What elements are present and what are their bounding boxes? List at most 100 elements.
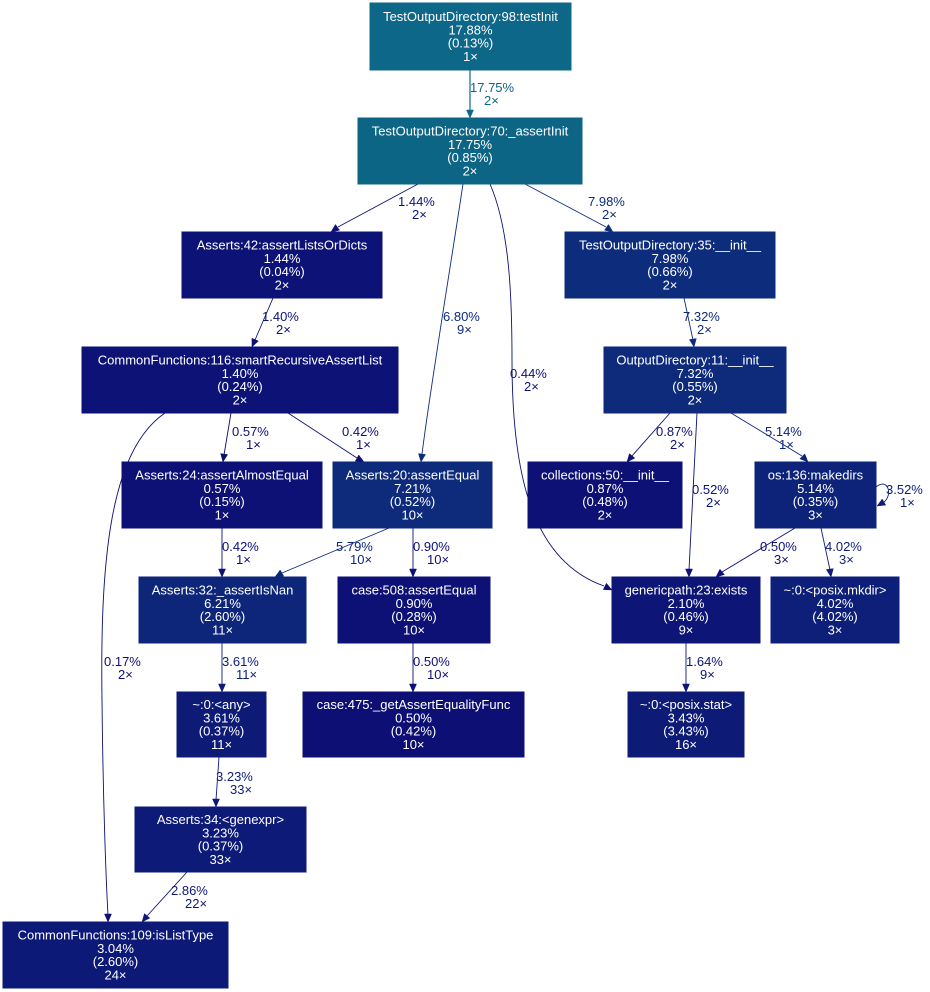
edge-percent-label: 7.32% [683, 309, 720, 324]
node-case475[interactable]: case:475:_getAssertEqualityFunc0.50%(0.4… [302, 691, 525, 758]
edge-arrowhead [274, 569, 285, 578]
edge-case508-case475: 0.50%10× [409, 643, 450, 693]
node-islisttype[interactable]: CommonFunctions:109:isListType3.04%(2.60… [2, 921, 229, 989]
edge-calls-label: 33× [230, 782, 252, 797]
node-total-percent: 0.87% [587, 481, 624, 496]
node-call-count: 10× [402, 737, 424, 752]
edge-percent-label: 1.44% [398, 194, 435, 209]
node-box [134, 806, 307, 873]
edge-line [287, 412, 358, 459]
edge-line [146, 871, 188, 917]
node-call-count: 9× [679, 622, 694, 637]
node-self-percent: (0.37%) [199, 724, 245, 739]
edge-percent-label: 0.57% [232, 424, 269, 439]
edge-line [215, 756, 220, 801]
edge-smartrec-assertequal: 0.42%1× [287, 412, 379, 463]
edge-arrowhead [688, 338, 697, 348]
node-self-percent: (0.28%) [391, 609, 437, 624]
edge-arrowhead [218, 683, 226, 693]
edge-arrowhead [212, 798, 220, 808]
node-any[interactable]: ~:0:<any>3.61%(0.37%)11× [176, 691, 267, 758]
edge-isnan-any: 3.61%11× [218, 643, 259, 693]
edge-line [721, 527, 796, 573]
node-testinit[interactable]: TestOutputDirectory:98:testInit17.88%(0.… [369, 2, 572, 71]
node-box [357, 117, 583, 185]
node-call-count: 10× [403, 622, 425, 637]
node-function-label: ~:0:<any> [192, 697, 250, 712]
edge-arrowhead [626, 453, 636, 463]
node-total-percent: 4.02% [817, 596, 854, 611]
node-box [627, 691, 745, 758]
edge-calls-label: 2× [706, 495, 721, 510]
edge-percent-label: 5.79% [336, 539, 373, 554]
node-function-label: os:136:makedirs [768, 468, 864, 483]
node-self-percent: (0.04%) [259, 264, 305, 279]
node-total-percent: 1.40% [222, 366, 259, 381]
node-self-percent: (0.52%) [390, 494, 436, 509]
node-function-label: case:475:_getAssertEqualityFunc [317, 697, 511, 712]
node-total-percent: 0.50% [395, 710, 432, 725]
edge-arrowhead [220, 453, 229, 463]
edge-calls-label: 2× [524, 379, 539, 394]
node-box [369, 2, 572, 71]
edge-percent-label: 0.42% [342, 424, 379, 439]
edge-calls-label: 2× [602, 207, 617, 222]
node-collections[interactable]: collections:50:__init__0.87%(0.48%)2× [527, 461, 683, 529]
edge-assertequal-isnan: 5.79%10× [274, 527, 390, 578]
edge-assertlists-smartrec: 1.40%2× [251, 297, 299, 348]
edge-arrowhead [715, 568, 725, 578]
node-total-percent: 0.90% [396, 596, 433, 611]
node-function-label: Asserts:24:assertAlmostEqual [135, 468, 309, 483]
edge-makedirs-exists: 0.50%3× [715, 527, 797, 578]
edge-line [683, 297, 694, 341]
node-od-init[interactable]: OutputDirectory:11:__init__7.32%(0.55%)2… [603, 346, 787, 414]
edge-percent-label: 17.75% [470, 80, 515, 95]
node-call-count: 1× [463, 49, 478, 64]
edge-line [631, 412, 671, 457]
node-genexpr[interactable]: Asserts:34:<genexpr>3.23%(0.37%)33× [134, 806, 307, 873]
node-smartrec[interactable]: CommonFunctions:116:smartRecursiveAssert… [81, 346, 399, 414]
node-assertinit[interactable]: TestOutputDirectory:70:_assertInit17.75%… [357, 117, 583, 185]
edge-percent-label: 0.50% [760, 539, 797, 554]
node-tod-init[interactable]: TestOutputDirectory:35:__init__7.98%(0.6… [564, 231, 776, 299]
node-function-label: TestOutputDirectory:35:__init__ [579, 238, 762, 253]
edge-smartrec-almostequal: 0.57%1× [220, 412, 269, 463]
edge-calls-label: 1× [246, 437, 261, 452]
edge-makedirs-mkdir: 4.02%3× [820, 527, 862, 578]
edge-od-init-exists: 0.52%2× [685, 412, 729, 578]
edge-line [688, 412, 698, 571]
edge-line [337, 183, 419, 228]
node-stat[interactable]: ~:0:<posix.stat>3.43%(3.43%)16× [627, 691, 745, 758]
node-call-count: 2× [688, 392, 703, 407]
edge-assertequal-case508: 0.90%10× [409, 528, 450, 578]
node-call-count: 10× [401, 507, 423, 522]
node-total-percent: 3.43% [668, 710, 705, 725]
node-almostequal[interactable]: Asserts:24:assertAlmostEqual0.57%(0.15%)… [121, 461, 323, 529]
node-function-label: TestOutputDirectory:70:_assertInit [372, 124, 569, 139]
node-assertlists[interactable]: Asserts:42:assertListsOrDicts1.44%(0.04%… [181, 231, 383, 299]
edge-testinit-assertinit: 17.75%2× [466, 70, 515, 119]
node-total-percent: 7.32% [677, 366, 714, 381]
edge-exists-stat: 1.64%9× [682, 643, 723, 693]
edge-arrowhead [876, 498, 887, 507]
edge-assertinit-tod-init: 7.98%2× [524, 183, 625, 233]
edge-od-init-collections: 0.87%2× [626, 412, 693, 463]
node-self-percent: (0.46%) [663, 609, 709, 624]
node-call-count: 11× [211, 737, 232, 752]
edge-calls-label: 1× [356, 437, 371, 452]
edge-calls-label: 22× [185, 896, 207, 911]
node-call-count: 1× [215, 507, 230, 522]
node-self-percent: (0.24%) [217, 379, 263, 394]
node-box [138, 576, 307, 644]
edge-calls-label: 2× [118, 667, 133, 682]
node-call-count: 24× [104, 967, 126, 982]
node-call-count: 2× [233, 392, 248, 407]
node-call-count: 16× [675, 737, 697, 752]
node-mkdir[interactable]: ~:0:<posix.mkdir>4.02%(4.02%)3× [770, 576, 900, 644]
node-self-percent: (0.42%) [391, 724, 437, 739]
